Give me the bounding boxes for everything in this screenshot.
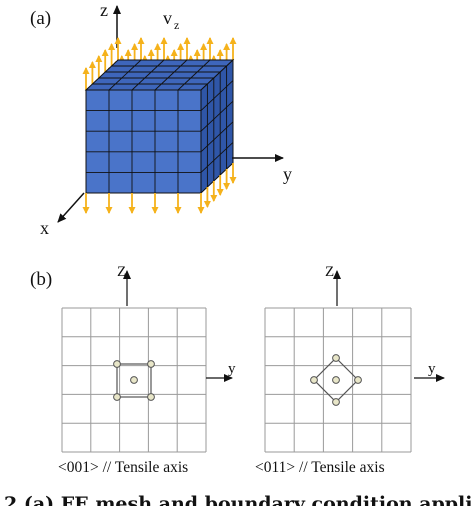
b-right-unit-cell	[310, 354, 362, 406]
panel-b: (b) Z y <001> // Tensile axis Z y <011> …	[30, 264, 445, 476]
cube-side-mesh-line	[200, 121, 234, 153]
velocity-label-subscript: z	[174, 18, 179, 32]
orientation-001-diagram: Z y <001> // Tensile axis	[58, 264, 236, 476]
unit-cell-outline	[116, 363, 152, 398]
b-left-mesh-grid	[61, 307, 207, 453]
cube-front-face	[85, 89, 202, 194]
panel-a-label: (a)	[30, 8, 51, 29]
panel-b-label: (b)	[30, 269, 52, 290]
panel-a-x-axis	[57, 192, 85, 223]
b-left-unit-cell	[113, 360, 155, 401]
atom-node	[310, 376, 318, 384]
atom-node	[147, 360, 155, 368]
b-left-z-label: Z	[117, 264, 126, 280]
velocity-label: v z	[163, 8, 179, 32]
panel-a-y-label: y	[283, 164, 292, 184]
b-right-y-label: y	[428, 361, 436, 377]
panel-a-z-label: z	[100, 0, 108, 20]
b-right-caption: <011> // Tensile axis	[255, 459, 385, 476]
atom-node	[113, 393, 121, 401]
atom-node	[130, 376, 138, 384]
b-left-y-label: y	[228, 361, 236, 377]
b-right-mesh-grid	[264, 307, 412, 453]
cube-side-mesh-line	[200, 80, 234, 111]
atom-node	[332, 376, 340, 384]
cube-top-mesh-line	[108, 59, 142, 91]
cube-top-mesh-line	[154, 59, 188, 91]
bottom-velocity-arrows	[82, 163, 237, 214]
b-left-caption: <001> // Tensile axis	[58, 459, 188, 476]
atom-node	[354, 376, 362, 384]
fe-mesh-cube	[84, 58, 235, 195]
atom-node	[332, 354, 340, 362]
atom-node	[332, 398, 340, 406]
cube-top-mesh-line	[131, 59, 165, 91]
velocity-label-main: v	[163, 8, 172, 28]
panel-a: (a) z v z y x	[30, 0, 292, 238]
panel-a-x-label: x	[40, 218, 49, 238]
cube-side-mesh-line	[200, 100, 234, 132]
figure-caption: 2 (a) FE mesh and boundary condition app…	[4, 493, 473, 506]
atom-node	[113, 360, 121, 368]
orientation-011-diagram: Z y <011> // Tensile axis	[255, 264, 445, 476]
b-right-z-label: Z	[325, 264, 334, 280]
cube-side-mesh-line	[200, 142, 234, 173]
atom-node	[147, 393, 155, 401]
cube-top-mesh-line	[177, 59, 211, 91]
